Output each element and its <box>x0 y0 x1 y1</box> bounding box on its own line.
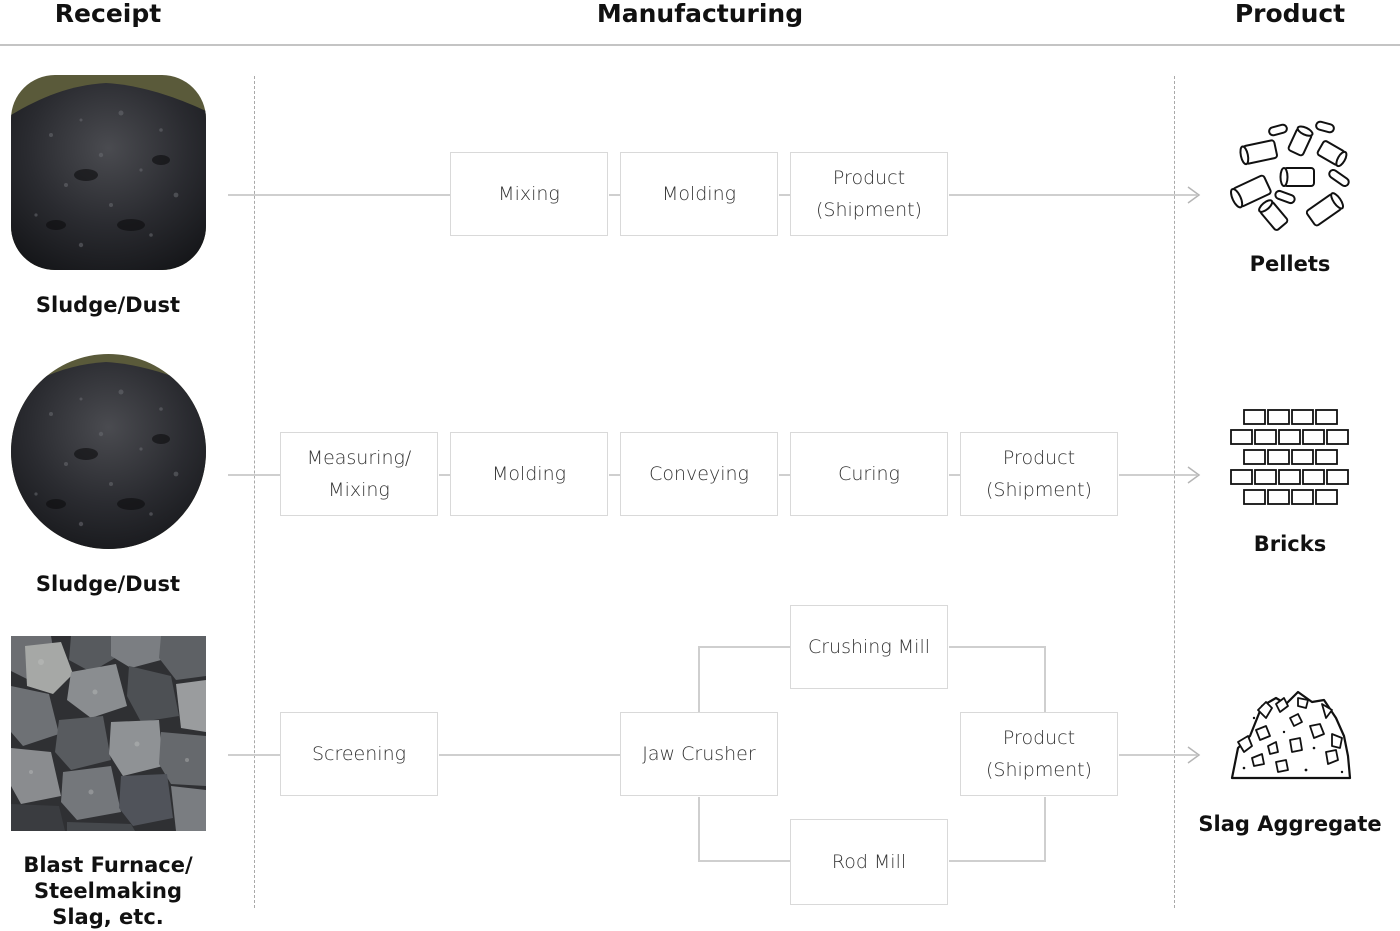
step-crushing-mill: Crushing Mill <box>790 605 948 689</box>
row3-branch-line <box>698 797 700 862</box>
row2-connector <box>439 474 450 476</box>
source-label: Sludge/Dust <box>35 293 181 317</box>
row3-branch-line <box>698 860 790 862</box>
sludge-dust-photo <box>11 75 206 270</box>
row2-connector <box>609 474 620 476</box>
row2-connector <box>779 474 790 476</box>
row1-connector <box>779 194 790 196</box>
row3-arrowhead <box>1187 746 1201 764</box>
row2-outflow-line <box>1119 474 1197 476</box>
row3-inflow-line <box>228 754 280 756</box>
step-jaw-crusher: Jaw Crusher <box>620 712 778 796</box>
receipt-column-divider <box>254 76 255 908</box>
column-header-product: Product <box>1234 0 1346 28</box>
step-mixing: Mixing <box>450 152 608 236</box>
row3-branch-line <box>698 646 700 713</box>
step-rod-mill: Rod Mill <box>790 819 948 905</box>
row3-outflow-line <box>1119 754 1197 756</box>
row1-connector <box>609 194 620 196</box>
row1-outflow-line <box>949 194 1197 196</box>
row2-arrowhead <box>1187 466 1201 484</box>
column-header-receipt: Receipt <box>54 0 162 28</box>
row1-inflow-line <box>228 194 450 196</box>
product-label: Bricks <box>1253 532 1327 556</box>
row1-arrowhead <box>1187 186 1201 204</box>
column-header-manufacturing: Manufacturing <box>596 0 804 28</box>
header-divider <box>0 44 1400 46</box>
row3-merge-line <box>949 646 1046 648</box>
source-label: Blast Furnace/ Steelmaking Slag, etc. <box>23 853 193 929</box>
bricks-icon <box>1230 409 1349 505</box>
row3-connector <box>439 754 620 756</box>
product-label: Pellets <box>1249 252 1331 276</box>
step-product-shipment: Product (Shipment) <box>790 152 948 236</box>
product-label: Slag Aggregate <box>1198 812 1382 836</box>
step-molding: Molding <box>620 152 778 236</box>
row2-inflow-line <box>228 474 280 476</box>
product-column-divider <box>1174 76 1175 908</box>
step-product-shipment: Product (Shipment) <box>960 712 1118 796</box>
row2-connector <box>949 474 960 476</box>
step-molding: Molding <box>450 432 608 516</box>
sludge-dust-photo <box>11 354 206 549</box>
pellets-icon <box>1230 120 1350 231</box>
step-product-shipment: Product (Shipment) <box>960 432 1118 516</box>
source-label: Sludge/Dust <box>35 572 181 596</box>
row3-merge-line <box>1044 646 1046 713</box>
step-curing: Curing <box>790 432 948 516</box>
row3-merge-line <box>1044 797 1046 862</box>
slag-aggregate-icon <box>1230 690 1352 780</box>
step-measuring-mixing: Measuring/ Mixing <box>280 432 438 516</box>
row3-merge-line <box>949 860 1046 862</box>
slag-photo <box>11 636 206 831</box>
row3-branch-line <box>698 646 790 648</box>
step-screening: Screening <box>280 712 438 796</box>
step-conveying: Conveying <box>620 432 778 516</box>
